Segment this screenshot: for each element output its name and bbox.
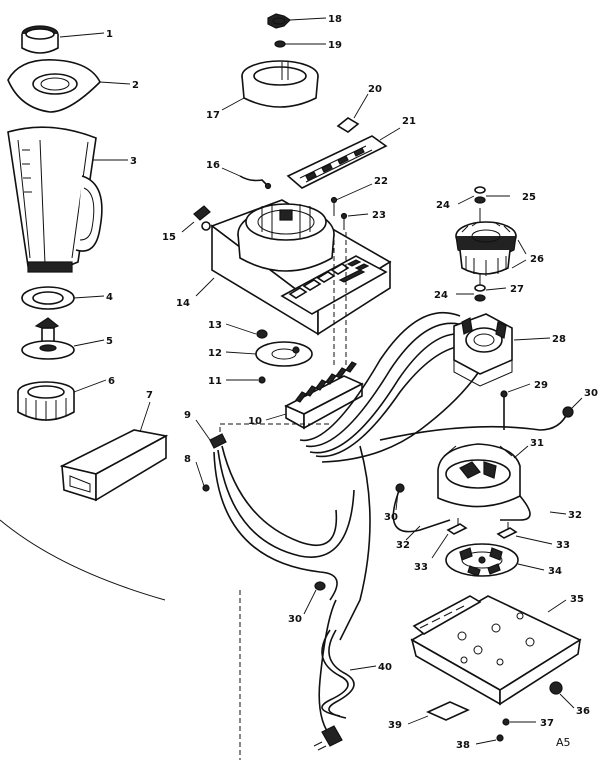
callout-36: 36 xyxy=(576,706,590,717)
motor-base-housing xyxy=(210,199,392,336)
callout-27: 27 xyxy=(510,284,524,295)
wire-bushing-1 xyxy=(314,581,326,591)
callout-4: 4 xyxy=(106,292,113,303)
page-code: A5 xyxy=(556,736,571,749)
callout-1: 1 xyxy=(106,29,113,40)
power-cord xyxy=(313,629,355,751)
callout-30b: 30 xyxy=(384,512,398,523)
callout-30c: 30 xyxy=(584,388,598,399)
drive-coupling xyxy=(267,13,291,29)
motor-armature xyxy=(455,208,517,286)
switch-nut xyxy=(258,376,266,384)
callout-18: 18 xyxy=(328,14,342,25)
callout-9: 9 xyxy=(184,410,191,421)
callout-33b: 33 xyxy=(556,540,570,551)
callout-11: 11 xyxy=(208,376,222,387)
thrust-washer-bottom xyxy=(474,284,486,292)
callout-2: 2 xyxy=(132,80,139,91)
storage-tray xyxy=(59,429,169,502)
callout-3: 3 xyxy=(130,156,137,167)
screw-washer xyxy=(496,734,504,742)
callout-29: 29 xyxy=(534,380,548,391)
callout-24b: 24 xyxy=(434,290,448,301)
wire-bushing-2 xyxy=(395,483,405,493)
callout-30a: 30 xyxy=(288,614,302,625)
wiring-harness xyxy=(213,311,569,739)
jar-lid xyxy=(7,59,101,113)
wire-terminal xyxy=(209,433,227,449)
callout-25: 25 xyxy=(522,192,536,203)
spacer-left xyxy=(446,518,468,535)
callout-16: 16 xyxy=(206,160,220,171)
callout-7: 7 xyxy=(146,390,153,401)
jar-cap xyxy=(21,25,59,54)
rubber-foot xyxy=(549,681,563,695)
callout-13: 13 xyxy=(208,320,222,331)
callout-19: 19 xyxy=(328,40,342,51)
callout-10: 10 xyxy=(248,416,262,427)
callout-6: 6 xyxy=(108,376,115,387)
knob xyxy=(256,329,268,339)
coupling-washer xyxy=(274,40,286,48)
callout-20: 20 xyxy=(368,84,382,95)
motor-bracket xyxy=(437,443,521,508)
thrust-washer-top xyxy=(474,186,486,194)
callout-28: 28 xyxy=(552,334,566,345)
motor-field xyxy=(453,313,513,387)
indicator-lamp xyxy=(193,205,211,231)
rating-label xyxy=(426,701,470,721)
blender-jar xyxy=(7,126,103,273)
callout-40: 40 xyxy=(378,662,392,673)
switch-plate xyxy=(255,341,313,367)
callout-35: 35 xyxy=(570,594,584,605)
callout-37: 37 xyxy=(540,718,554,729)
retaining-clip xyxy=(336,117,360,133)
callout-32a: 32 xyxy=(396,540,410,551)
callout-8: 8 xyxy=(184,454,191,465)
push-button-switch xyxy=(284,361,364,430)
callout-15: 15 xyxy=(162,232,176,243)
callout-31: 31 xyxy=(530,438,544,449)
background-arc xyxy=(0,519,166,601)
callout-38: 38 xyxy=(456,740,470,751)
cooling-fan xyxy=(445,543,519,577)
callout-32b: 32 xyxy=(568,510,582,521)
callout-39: 39 xyxy=(388,720,402,731)
bottom-screw xyxy=(502,718,510,726)
callout-34: 34 xyxy=(548,566,562,577)
blade-assembly xyxy=(21,317,75,360)
jar-pad xyxy=(241,60,319,108)
callout-5: 5 xyxy=(106,336,113,347)
callout-23: 23 xyxy=(372,210,386,221)
callout-12: 12 xyxy=(208,348,222,359)
control-panel-overlay xyxy=(286,135,388,189)
callout-33a: 33 xyxy=(414,562,428,573)
callout-17: 17 xyxy=(206,110,220,121)
gasket-ring xyxy=(21,286,75,310)
ground-screw xyxy=(202,484,210,492)
callout-21: 21 xyxy=(402,116,416,127)
callout-26: 26 xyxy=(530,254,544,265)
callout-22: 22 xyxy=(374,176,388,187)
bottom-plate xyxy=(410,595,582,706)
callout-24a: 24 xyxy=(436,200,450,211)
spacer-right xyxy=(496,522,518,539)
jar-bottom-ring xyxy=(17,381,75,421)
wire-bushing-3 xyxy=(562,406,574,418)
callout-14: 14 xyxy=(176,298,190,309)
lamp-lead xyxy=(239,175,269,187)
